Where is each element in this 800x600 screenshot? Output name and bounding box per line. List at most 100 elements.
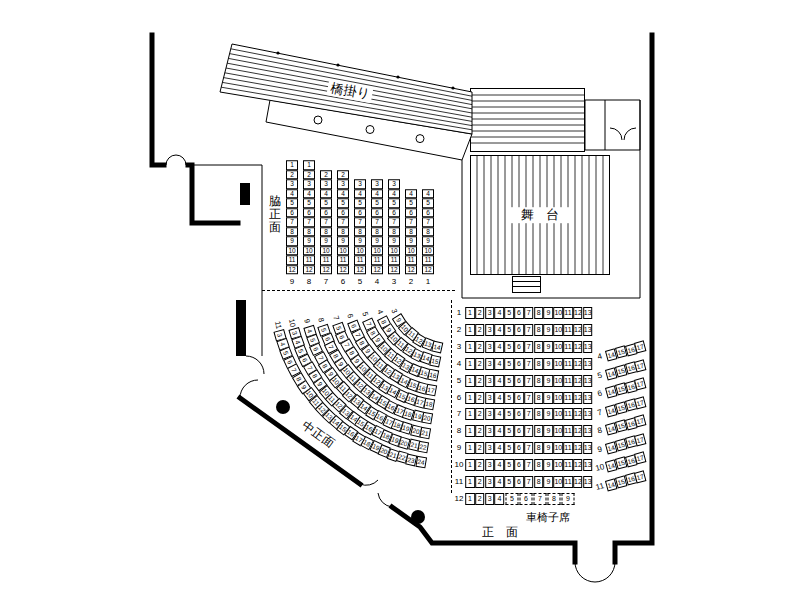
seat-number: 6 xyxy=(371,208,383,218)
seat-number: 4 xyxy=(495,324,505,336)
seat-number: 5 xyxy=(337,198,349,208)
seat-number: 18 xyxy=(423,398,434,411)
row-number: 4 xyxy=(456,360,462,368)
seat-number: 11 xyxy=(563,341,573,353)
stage-label: 舞台 xyxy=(506,207,574,223)
seat-number: 13 xyxy=(583,476,593,488)
seat-number: 1 xyxy=(465,493,475,505)
seat-number: 6 xyxy=(514,358,524,370)
seat-number: 3 xyxy=(337,179,349,189)
seat-number: 11 xyxy=(563,408,573,420)
seat-number: 3 xyxy=(371,179,383,189)
seat-number: 1 xyxy=(465,408,475,420)
seat-number: 8 xyxy=(534,459,544,471)
section-label: 正面 xyxy=(469,526,531,538)
row-number: 6 xyxy=(456,394,462,402)
column-number: 5 xyxy=(357,278,363,286)
seat-number: 12 xyxy=(320,265,332,275)
seat-number: 2 xyxy=(475,392,485,404)
seat-number: 8 xyxy=(337,227,349,237)
seat-number: 7 xyxy=(524,324,534,336)
seat-number: 17 xyxy=(634,359,646,372)
seat-number: 10 xyxy=(320,246,332,256)
stage: 舞台 xyxy=(470,155,610,275)
seat-number: 9 xyxy=(544,358,554,370)
seat-number: 11 xyxy=(303,255,315,265)
seat-number: 8 xyxy=(534,442,544,454)
seat-number: 9 xyxy=(544,408,554,420)
seat-number: 3 xyxy=(485,493,495,505)
seat-number: 17 xyxy=(634,378,646,391)
seat-number: 10 xyxy=(553,442,563,454)
seat-number: 9 xyxy=(544,341,554,353)
wall-block xyxy=(240,183,250,205)
row-number: 9 xyxy=(596,445,604,454)
seat-number: 5 xyxy=(504,408,514,420)
seat-number: 3 xyxy=(485,442,495,454)
seat-number: 17 xyxy=(634,396,646,409)
row-number: 4 xyxy=(375,308,384,316)
seat-number: 10 xyxy=(371,246,383,256)
seat-number: 9 xyxy=(562,493,575,505)
seat-number: 12 xyxy=(303,265,315,275)
seat-number: 9 xyxy=(544,459,554,471)
seat-number: 9 xyxy=(544,476,554,488)
seat-number: 8 xyxy=(405,227,417,237)
seat-number: 5 xyxy=(504,476,514,488)
seat-number: 6 xyxy=(514,425,524,437)
seat-number: 11 xyxy=(563,476,573,488)
seat-number: 22 xyxy=(417,441,428,453)
seat-number: 9 xyxy=(371,236,383,246)
seat-number: 6 xyxy=(514,408,524,420)
seat-number: 11 xyxy=(563,375,573,387)
seat-number: 1 xyxy=(303,160,315,170)
seat-number: 12 xyxy=(354,265,366,275)
seat-number: 5 xyxy=(371,198,383,208)
seat-number: 4 xyxy=(371,189,383,199)
seat-number: 2 xyxy=(337,170,349,180)
seat-number: 8 xyxy=(422,227,434,237)
seat-number: 11 xyxy=(320,255,332,265)
seat-number: 8 xyxy=(286,227,298,237)
row-number: 5 xyxy=(596,371,604,380)
seat-number: 10 xyxy=(354,246,366,256)
seat-number: 13 xyxy=(583,358,593,370)
seat-number: 12 xyxy=(573,392,583,404)
seat-number: 8 xyxy=(534,375,544,387)
seat-number: 2 xyxy=(475,408,485,420)
seat-number: 13 xyxy=(583,408,593,420)
seat-number: 12 xyxy=(573,425,583,437)
seat-number: 13 xyxy=(583,425,593,437)
seat-number: 7 xyxy=(524,476,534,488)
seat-number: 4 xyxy=(495,425,505,437)
seat-number: 12 xyxy=(573,459,583,471)
seat-number: 3 xyxy=(485,358,495,370)
seat-number: 8 xyxy=(534,358,544,370)
seat-number: 17 xyxy=(425,383,436,396)
seat-number: 6 xyxy=(514,476,524,488)
row-number: 10 xyxy=(594,463,607,474)
seat-number: 8 xyxy=(534,307,544,319)
column-number: 7 xyxy=(323,278,329,286)
thin-walls xyxy=(166,100,640,582)
seat-number: 7 xyxy=(524,307,534,319)
seat-number: 10 xyxy=(553,425,563,437)
seat-number: 7 xyxy=(524,408,534,420)
seat-number: 10 xyxy=(553,392,563,404)
seat-number: 5 xyxy=(504,324,514,336)
seat-number: 10 xyxy=(422,246,434,256)
seat-number: 4 xyxy=(354,189,366,199)
seat-number: 10 xyxy=(553,476,563,488)
seat-number: 2 xyxy=(475,476,485,488)
seat-number: 13 xyxy=(583,324,593,336)
row-number: 12 xyxy=(454,495,465,503)
seat-number: 8 xyxy=(534,476,544,488)
seat-number: 17 xyxy=(634,470,646,483)
seat-number: 6 xyxy=(514,375,524,387)
seat-number: 15 xyxy=(429,355,441,368)
row-number: 2 xyxy=(456,326,462,334)
seat-number: 5 xyxy=(504,341,514,353)
seat-number: 1 xyxy=(465,476,475,488)
seat-number: 4 xyxy=(422,189,434,199)
seat-number: 8 xyxy=(534,408,544,420)
